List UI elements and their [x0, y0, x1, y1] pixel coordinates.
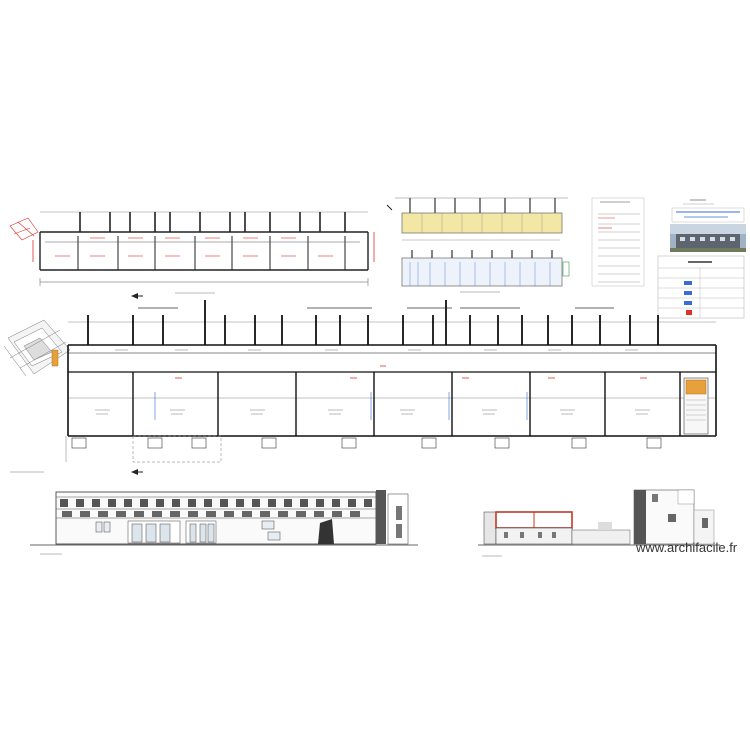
room-label-marks — [95, 349, 650, 415]
title-block — [657, 199, 746, 319]
project-photo — [670, 224, 746, 252]
upper-partitions — [45, 236, 360, 270]
adjacent-building — [633, 489, 715, 545]
watermark-text: www.archifacile.fr — [636, 540, 738, 555]
ground-fins — [87, 300, 659, 345]
ground-red-notes — [175, 365, 647, 379]
north-arrow-icon — [131, 293, 143, 299]
unit-partitions — [132, 372, 681, 436]
upper-floor-plan — [9, 211, 375, 294]
facade-ground-openings — [95, 520, 281, 544]
bottom-terraces — [71, 437, 662, 449]
facade-studies — [386, 197, 570, 293]
north-arrow-icon — [131, 469, 143, 475]
ground-floor-plan — [65, 300, 717, 463]
upper-side-marks — [32, 232, 375, 262]
facade-windows-upper — [60, 499, 372, 507]
glazing-marks — [154, 392, 528, 420]
long-facade — [30, 490, 418, 555]
facade-windows-mid — [62, 511, 360, 517]
site-context-plan — [3, 319, 71, 377]
short-facade — [478, 489, 720, 557]
legend-panel — [591, 197, 645, 287]
stair-block — [683, 377, 709, 435]
site-sketch-small — [9, 217, 39, 241]
upper-red-notes — [55, 237, 333, 257]
upper-fins — [79, 212, 346, 232]
